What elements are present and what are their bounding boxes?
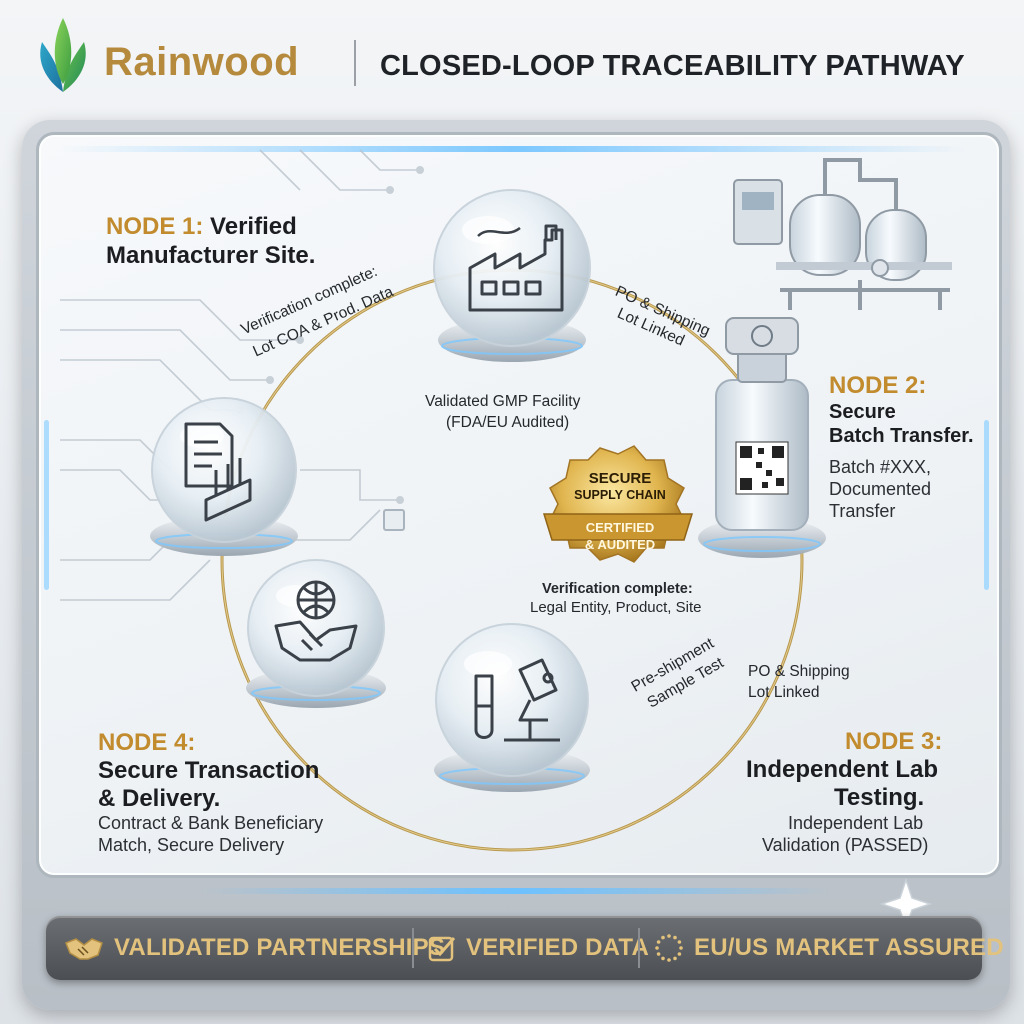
node3-title-line2: Testing. xyxy=(834,784,925,811)
node4-title-line1: Secure Transaction xyxy=(98,757,320,784)
footer-item-partnerships: VALIDATED PARTNERSHIPS xyxy=(64,930,445,966)
document-chart-icon xyxy=(184,422,252,522)
node4-desc-line2: Match, Secure Delivery xyxy=(98,835,285,855)
board-glow-left xyxy=(44,420,49,590)
node4-handshake-orb xyxy=(246,559,386,708)
node2-number: NODE 2: xyxy=(829,372,926,400)
center-label-line1: Verification complete: xyxy=(542,581,693,597)
footer-separator-1 xyxy=(412,928,414,968)
seal-line-3: CERTIFIED xyxy=(585,520,655,535)
node4-title-line2: & Delivery. xyxy=(98,785,221,812)
node1-title-part: Verified xyxy=(210,213,297,240)
leaf-logo-icon xyxy=(40,18,86,92)
factory-icon xyxy=(468,224,564,312)
node3-desc-line1: Independent Lab xyxy=(788,813,924,833)
eu-stars-icon xyxy=(655,934,683,962)
seal-line-4: & AUDITED xyxy=(584,537,656,552)
node4-desc-line1: Contract & Bank Beneficiary xyxy=(98,813,324,833)
node1-title-line1: NODE 1: Verified xyxy=(106,213,297,241)
vial-qr-icon xyxy=(698,317,826,558)
footer-separator-2 xyxy=(638,928,640,968)
node2-desc-line2: Documented xyxy=(829,479,932,499)
node2-number-text: NODE 2: xyxy=(829,372,927,399)
node2-desc-line1: Batch #XXX, xyxy=(829,457,932,477)
node3-number-text: NODE 3: xyxy=(845,728,943,755)
processing-equipment-illustration xyxy=(733,158,952,310)
node1-caption-line2: (FDA/EU Audited) xyxy=(446,414,570,431)
microscope-icon xyxy=(474,658,560,742)
node4-number: NODE 4: xyxy=(98,729,195,757)
footer-item-verified-data: VERIFIED DATA xyxy=(428,930,649,966)
seal-line-1: SECURE xyxy=(588,470,652,487)
secure-supply-chain-seal xyxy=(542,445,694,563)
seal-line-2: SUPPLY CHAIN xyxy=(574,488,666,502)
node4-docs-orb xyxy=(150,397,298,556)
node1-number: NODE 1: xyxy=(106,213,204,240)
footer-label-partnerships: VALIDATED PARTNERSHIPS xyxy=(114,934,446,961)
node4-number-text: NODE 4: xyxy=(98,729,196,756)
node1-orb xyxy=(433,189,591,362)
node2-title-line1: Secure xyxy=(829,401,896,423)
handshake-icon xyxy=(65,938,103,960)
node3-desc-line2: Validation (PASSED) xyxy=(762,835,929,855)
chip-square xyxy=(383,509,405,531)
footer-label-market-assured: EU/US MARKET ASSURED xyxy=(694,934,1004,961)
footer-label-verified-data: VERIFIED DATA xyxy=(466,934,650,961)
board-glow-right xyxy=(984,420,989,590)
node1-caption-line1: Validated GMP Facility xyxy=(425,393,581,410)
node3-title-line1: Independent Lab xyxy=(746,756,938,783)
footer-item-market-assured: EU/US MARKET ASSURED xyxy=(654,930,1004,966)
header-divider xyxy=(354,40,356,86)
node3-orb xyxy=(434,623,590,792)
handshake-globe-icon xyxy=(274,580,358,662)
page-title: CLOSED-LOOP TRACEABILITY PATHWAY xyxy=(380,50,965,82)
node2-title-line2: Batch Transfer. xyxy=(829,425,974,447)
footer-bar xyxy=(46,916,982,980)
node1-title-line2: Manufacturer Site. xyxy=(106,242,316,269)
checkbox-icon xyxy=(428,936,456,962)
path-label-po-right-line1: PO & Shipping xyxy=(748,663,850,680)
board-glow-top xyxy=(60,146,970,152)
brand-name: Rainwood xyxy=(104,40,300,84)
bottom-glow xyxy=(200,888,830,894)
center-label-line2: Legal Entity, Product, Site xyxy=(530,599,702,616)
node2-desc-line3: Transfer xyxy=(829,501,896,521)
path-label-po-right-line2: Lot Linked xyxy=(748,684,820,701)
node3-number: NODE 3: xyxy=(845,728,942,756)
